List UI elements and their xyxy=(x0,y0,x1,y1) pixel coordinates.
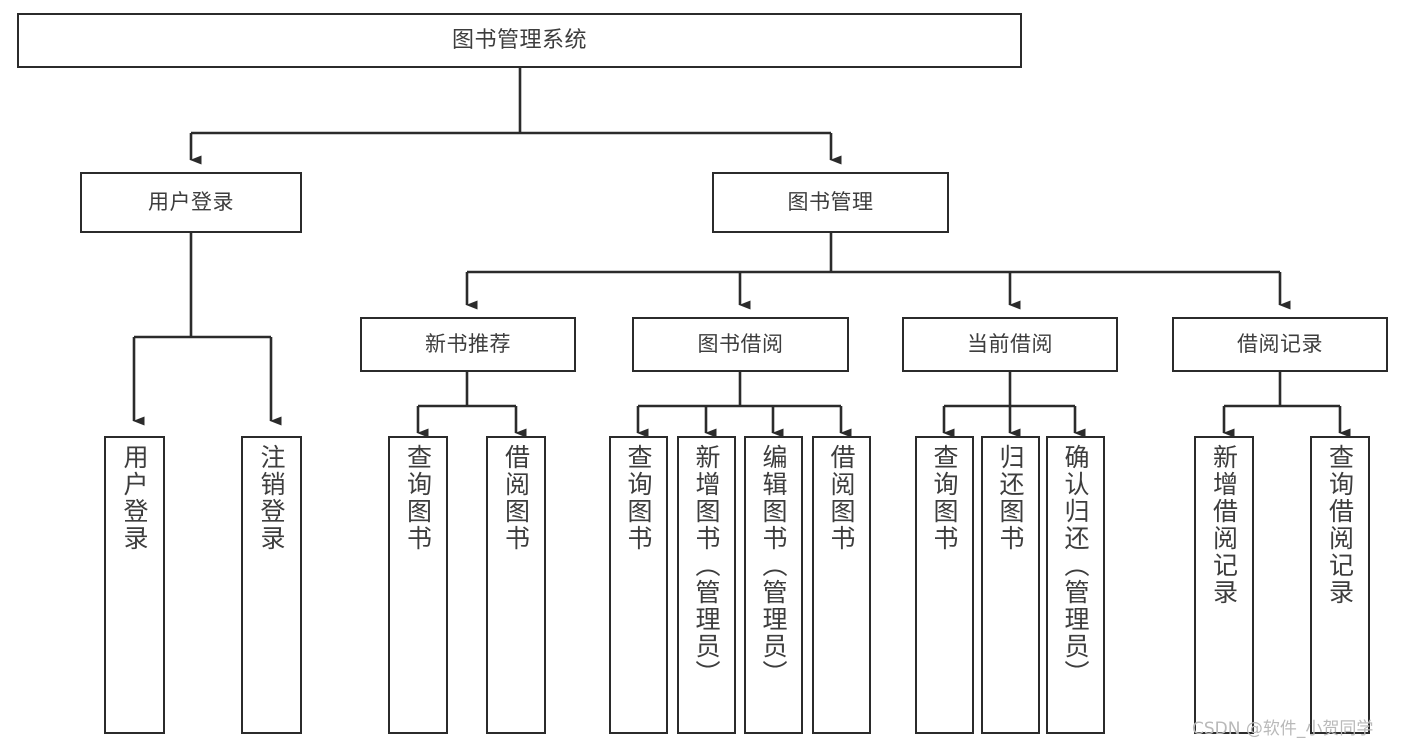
node-label: 新增图书（管理员） xyxy=(692,444,721,687)
leaf-borrow-book-borrowing[interactable]: 借阅图书 xyxy=(812,436,871,734)
node-label: 查询图书 xyxy=(930,444,959,552)
node-label: 当前借阅 xyxy=(967,332,1053,357)
node-label: 图书借阅 xyxy=(697,332,784,357)
leaf-add-borrow-record[interactable]: 新增借阅记录 xyxy=(1194,436,1254,734)
node-label: 注销登录 xyxy=(257,444,286,552)
node-book-management[interactable]: 图书管理 xyxy=(712,172,949,233)
leaf-query-book-current-borrow[interactable]: 查询图书 xyxy=(915,436,974,734)
leaf-logout-login[interactable]: 注销登录 xyxy=(241,436,302,734)
leaf-return-book[interactable]: 归还图书 xyxy=(981,436,1040,734)
node-book-borrowing[interactable]: 图书借阅 xyxy=(632,317,849,372)
node-label: 新书推荐 xyxy=(425,332,511,357)
node-label: 借阅记录 xyxy=(1237,332,1323,357)
leaf-user-login[interactable]: 用户登录 xyxy=(104,436,165,734)
node-label: 图书管理系统 xyxy=(451,27,587,53)
leaf-query-borrow-record[interactable]: 查询借阅记录 xyxy=(1310,436,1370,734)
node-label: 查询图书 xyxy=(403,444,433,552)
leaf-add-book-admin[interactable]: 新增图书（管理员） xyxy=(677,436,736,734)
leaf-query-book-new-book-rec[interactable]: 查询图书 xyxy=(388,436,448,734)
leaf-borrow-book-new-book-rec[interactable]: 借阅图书 xyxy=(486,436,546,734)
node-label: 归还图书 xyxy=(996,444,1025,552)
node-label: 确认归还（管理员） xyxy=(1061,444,1090,687)
node-label: 用户登录 xyxy=(120,444,149,552)
leaf-query-book-borrowing[interactable]: 查询图书 xyxy=(609,436,668,734)
node-current-borrowing[interactable]: 当前借阅 xyxy=(902,317,1118,372)
node-label: 新增借阅记录 xyxy=(1209,444,1239,606)
node-label: 图书管理 xyxy=(787,190,874,215)
watermark: CSDN @软件_小贺同学 xyxy=(1192,719,1374,739)
node-label: 用户登录 xyxy=(148,190,234,215)
node-label: 借阅图书 xyxy=(501,444,531,552)
node-label: 借阅图书 xyxy=(827,444,856,552)
node-label: 查询图书 xyxy=(624,444,653,552)
node-root-book-management-system[interactable]: 图书管理系统 xyxy=(17,13,1022,68)
node-user-login[interactable]: 用户登录 xyxy=(80,172,302,233)
leaf-confirm-return-admin[interactable]: 确认归还（管理员） xyxy=(1046,436,1105,734)
node-new-book-recommendation[interactable]: 新书推荐 xyxy=(360,317,576,372)
node-borrowing-record[interactable]: 借阅记录 xyxy=(1172,317,1388,372)
leaf-edit-book-admin[interactable]: 编辑图书（管理员） xyxy=(744,436,803,734)
node-label: 查询借阅记录 xyxy=(1325,444,1355,606)
node-label: 编辑图书（管理员） xyxy=(759,444,788,687)
